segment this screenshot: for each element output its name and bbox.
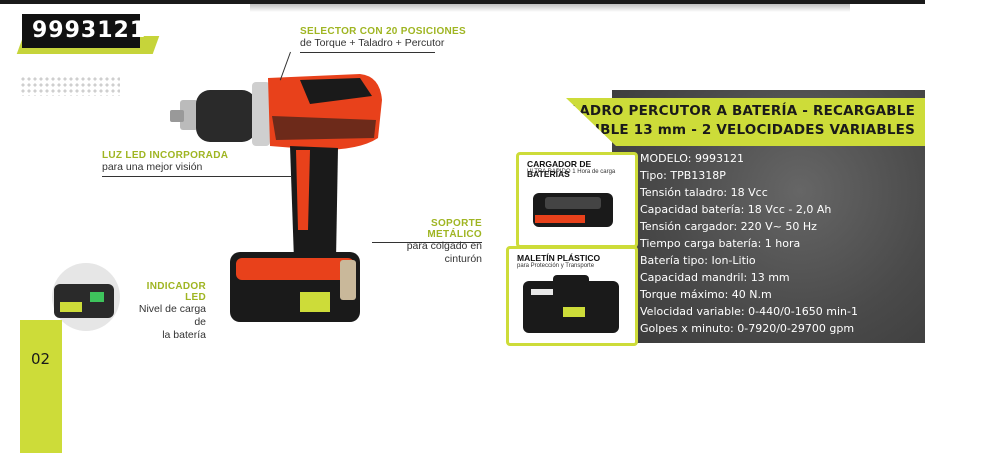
spec-item: Tipo: TPB1318P: [640, 169, 726, 182]
spec-item: Tensión taladro: 18 Vcc: [640, 186, 768, 199]
callout-selector-line: [300, 52, 435, 53]
callout-indicador-title: INDICADOR LED: [146, 281, 206, 303]
callout-led-line: [102, 176, 292, 177]
callout-soporte: SOPORTE METÁLICO para colgado en cinturó…: [376, 218, 482, 266]
spec-list: MODELO: 9993121 Tipo: TPB1318P Tensión t…: [640, 150, 858, 337]
callout-indicador-sub2: la batería: [162, 329, 206, 341]
spec-item: MODELO: 9993121: [640, 152, 744, 165]
spec-item: Velocidad variable: 0-440/0-1650 min-1: [640, 305, 858, 318]
callout-indicador-sub1: Nivel de carga de: [138, 303, 206, 328]
cargador-sub: ULTRA RAPIDO 1 Hora de carga: [527, 169, 616, 175]
page-side-bar: [20, 320, 62, 453]
callout-selector-sub: de Torque + Taladro + Percutor: [300, 37, 445, 49]
spec-item: Torque máximo: 40 N.m: [640, 288, 772, 301]
panel-title-line2: REVERSIBLE 13 mm - 2 VELOCIDADES VARIABL…: [534, 122, 915, 138]
spec-item: Batería tipo: Ion-Litio: [640, 254, 756, 267]
spec-item: Tensión cargador: 220 V~ 50 Hz: [640, 220, 817, 233]
product-code: 9993121: [22, 14, 145, 48]
top-rule: [0, 0, 925, 12]
callout-soporte-sub: para colgado en cinturón: [406, 240, 482, 265]
spec-item: Golpes x minuto: 0-7920/0-29700 gpm: [640, 322, 855, 335]
page-number: 02: [31, 350, 51, 368]
callout-soporte-title: SOPORTE METÁLICO: [427, 218, 482, 240]
spec-item: Capacidad batería: 18 Vcc - 2,0 Ah: [640, 203, 832, 216]
dot-pattern: [20, 76, 120, 96]
callout-soporte-line: [372, 242, 482, 243]
callout-led-title: LUZ LED INCORPORADA: [102, 150, 229, 161]
maletin-card: MALETÍN PLÁSTICO para Protección y Trans…: [506, 246, 638, 346]
callout-led: LUZ LED INCORPORADA para una mejor visió…: [102, 150, 228, 174]
maletin-sub: para Protección y Transporte: [517, 263, 595, 269]
cargador-title: CARGADOR DE BATERÍAS: [527, 159, 592, 179]
cargador-card: CARGADOR DE BATERÍAS ULTRA RAPIDO 1 Hora…: [516, 152, 638, 248]
spec-item: Tiempo carga batería: 1 hora: [640, 237, 801, 250]
callout-indicador: INDICADOR LED Nivel de carga de la bater…: [130, 281, 206, 342]
spec-panel-header: TALADRO PERCUTOR A BATERÍA - RECARGABLE …: [566, 98, 925, 146]
maletin-title: MALETÍN PLÁSTICO: [517, 253, 601, 263]
drill-image: [170, 74, 382, 322]
callout-selector-title: SELECTOR CON 20 POSICIONES: [300, 26, 466, 37]
case-image: [523, 275, 619, 333]
spec-item: Capacidad mandril: 13 mm: [640, 271, 790, 284]
charger-image: [533, 193, 613, 227]
battery-indicator-image: [52, 263, 120, 331]
callout-led-sub: para una mejor visión: [102, 161, 203, 173]
panel-title-line1: TALADRO PERCUTOR A BATERÍA - RECARGABLE: [551, 103, 915, 119]
callout-selector: SELECTOR CON 20 POSICIONES de Torque + T…: [300, 26, 466, 50]
